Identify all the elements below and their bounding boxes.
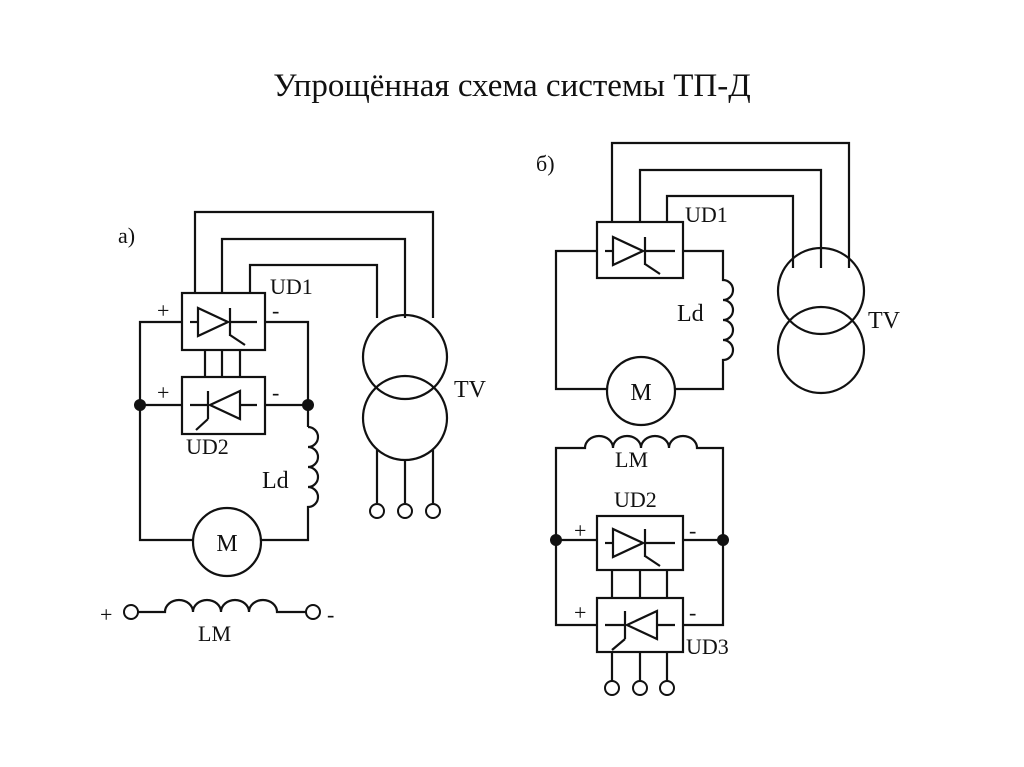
b-lm-label: LM bbox=[615, 447, 648, 472]
a-transformer-primary bbox=[361, 313, 449, 401]
a-ld-inductor bbox=[262, 425, 320, 542]
a-transformer-secondary bbox=[361, 374, 449, 462]
a-ud-links bbox=[203, 350, 242, 377]
b-tv-label: TV bbox=[868, 308, 901, 334]
a-junction-right bbox=[302, 399, 314, 411]
b-supply-leads bbox=[610, 652, 669, 681]
b-ld-inductor bbox=[675, 249, 735, 391]
b-ud2-plus: + bbox=[574, 518, 586, 543]
diagram-b-label: б) bbox=[536, 151, 555, 176]
b-ud1-thyristor-icon bbox=[605, 235, 675, 275]
a-ld-label: Ld bbox=[262, 468, 289, 494]
a-junction-left bbox=[134, 399, 146, 411]
b-transformer-secondary bbox=[776, 305, 866, 395]
a-lm-terminal-left bbox=[123, 604, 139, 620]
b-ud3-label: UD3 bbox=[686, 634, 729, 659]
a-feed-wire-3 bbox=[248, 263, 379, 318]
a-ud1-minus: - bbox=[272, 298, 279, 323]
b-right-bus bbox=[683, 540, 725, 627]
b-transformer-primary bbox=[776, 246, 866, 336]
a-lm-label: LM bbox=[198, 621, 231, 646]
b-motor-label: M bbox=[630, 380, 651, 406]
slide-title: Упрощённая схема системы ТП-Д bbox=[273, 68, 751, 104]
b-feed-wire-3 bbox=[665, 194, 795, 268]
b-feed-wire-2 bbox=[638, 168, 823, 268]
b-ud2-label: UD2 bbox=[614, 487, 657, 512]
a-ud1-label: UD1 bbox=[270, 274, 313, 299]
b-ud1-label: UD1 bbox=[685, 202, 728, 227]
a-tv-label: TV bbox=[454, 377, 487, 403]
diagram-a-label: а) bbox=[118, 223, 135, 248]
a-right-bus bbox=[265, 320, 310, 427]
b-ld-label: Ld bbox=[677, 301, 704, 327]
b-ud-links bbox=[610, 570, 669, 598]
a-ud2-thyristor-icon bbox=[190, 389, 257, 431]
a-ud2-minus: - bbox=[272, 380, 279, 405]
b-feed-wire-1 bbox=[610, 141, 851, 268]
a-motor-label: M bbox=[216, 531, 237, 557]
a-motor bbox=[191, 506, 263, 578]
b-left-loop bbox=[554, 249, 607, 391]
a-terminal-3 bbox=[425, 503, 441, 519]
b-motor bbox=[605, 355, 677, 427]
a-ud1-plus: + bbox=[157, 298, 169, 323]
diagram-b: б) TV UD1 Ld M LM bbox=[536, 141, 901, 696]
b-terminal-3 bbox=[659, 680, 675, 696]
b-lm-winding bbox=[554, 434, 725, 540]
a-left-bus bbox=[138, 320, 192, 542]
a-secondary-leads bbox=[375, 450, 435, 503]
b-ud3-plus: + bbox=[574, 600, 586, 625]
b-junction-left bbox=[550, 534, 562, 546]
a-lm-plus: + bbox=[100, 602, 112, 627]
a-terminal-2 bbox=[397, 503, 413, 519]
a-ud1-thyristor-icon bbox=[190, 306, 257, 346]
b-ud3-thyristor-icon bbox=[605, 609, 675, 651]
b-junction-right bbox=[717, 534, 729, 546]
diagram-a: а) TV UD1 + - UD2 bbox=[100, 210, 487, 646]
a-lm-terminal-right bbox=[305, 604, 321, 620]
b-ud2-minus: - bbox=[689, 518, 696, 543]
a-terminal-1 bbox=[369, 503, 385, 519]
b-left-bus bbox=[554, 540, 597, 627]
b-terminal-2 bbox=[632, 680, 648, 696]
a-ud2-label: UD2 bbox=[186, 434, 229, 459]
a-feed-wire-2 bbox=[220, 237, 407, 318]
b-terminal-1 bbox=[604, 680, 620, 696]
a-lm-winding bbox=[138, 598, 306, 614]
b-ud2-thyristor-icon bbox=[605, 527, 675, 567]
b-ud3-minus: - bbox=[689, 600, 696, 625]
a-ud2-plus: + bbox=[157, 380, 169, 405]
a-feed-wire-1 bbox=[193, 210, 435, 318]
a-lm-minus: - bbox=[327, 602, 334, 627]
